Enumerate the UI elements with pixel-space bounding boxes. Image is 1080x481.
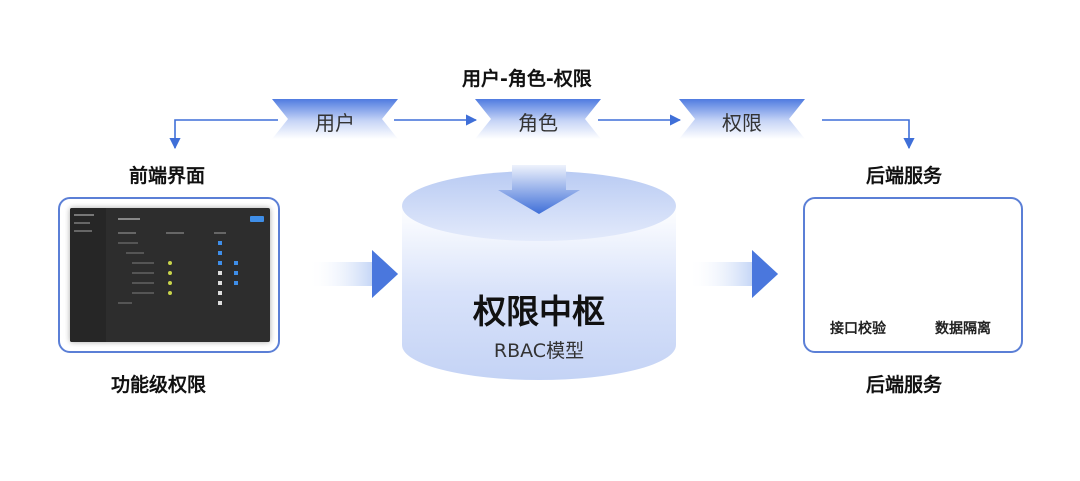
top-title: 用户-角色-权限 [462, 68, 592, 90]
connector-right [822, 119, 915, 150]
backend-title: 后端服务 [866, 165, 943, 187]
connector-left [169, 119, 278, 150]
backend-caption: 后端服务 [866, 374, 943, 396]
hub-subtitle: RBAC模型 [493, 340, 585, 362]
frontend-title: 前端界面 [129, 165, 206, 187]
frontend-caption: 功能级权限 [111, 374, 207, 396]
api-validation-label: 接口校验 [830, 321, 886, 337]
down-arrow [498, 165, 580, 214]
big-arrow-right-head [752, 250, 778, 298]
ribbon-user [272, 99, 398, 139]
ribbon-permission [679, 99, 805, 139]
flow-role-label: 角色 [518, 111, 558, 135]
backend-panel [803, 197, 1023, 353]
ribbon-role [475, 99, 601, 139]
big-arrow-left-head [372, 250, 398, 298]
flow-user-label: 用户 [315, 111, 355, 135]
data-isolation-label: 数据隔离 [935, 321, 991, 337]
hub-cylinder [402, 171, 676, 380]
hub-title: 权限中枢 [473, 292, 605, 331]
thumbnail-graphic [70, 208, 264, 342]
ui-screenshot-thumbnail [70, 208, 270, 342]
flow-permission-label: 权限 [722, 111, 762, 135]
